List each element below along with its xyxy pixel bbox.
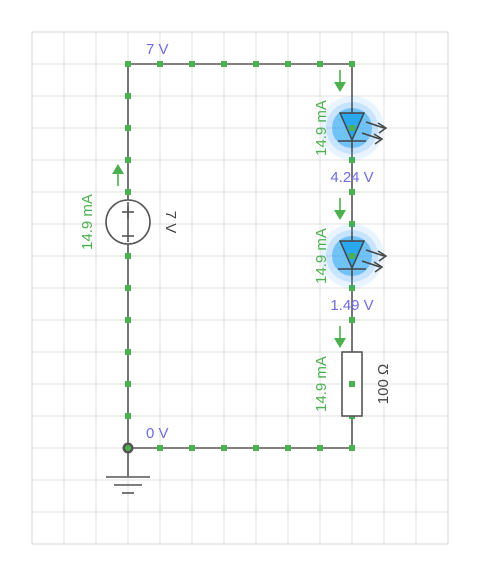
led2-voltage-label: 1.49 V: [330, 297, 373, 314]
resistor-current-arrow: [334, 326, 346, 348]
current-dot: [125, 61, 131, 67]
current-dot: [285, 61, 291, 67]
current-dot: [349, 445, 355, 451]
current-dot: [125, 413, 131, 419]
current-dot: [157, 445, 163, 451]
current-dot: [349, 317, 355, 323]
led2-current-arrow: [334, 198, 346, 220]
led1-voltage-label: 4.24 V: [330, 169, 373, 186]
current-dot: [349, 61, 355, 67]
current-dot: [157, 61, 163, 67]
current-dot: [221, 445, 227, 451]
current-dot: [189, 61, 195, 67]
current-dot: [349, 285, 355, 291]
source-current-arrow: [112, 164, 124, 186]
wire-bottom[interactable]: [127, 244, 353, 449]
current-dot: [125, 317, 131, 323]
resistor-current-label: 14.9 mA: [313, 356, 330, 412]
current-dot: [125, 253, 131, 259]
current-dots: [125, 61, 355, 451]
current-dot: [253, 61, 259, 67]
current-dot: [125, 93, 131, 99]
grid: [32, 32, 448, 544]
dc-voltage-source-icon[interactable]: [105, 199, 151, 245]
wire-top[interactable]: [127, 63, 353, 200]
current-dot: [349, 125, 355, 131]
ground-icon[interactable]: [106, 476, 150, 494]
current-dot: [125, 381, 131, 387]
current-dot: [125, 349, 131, 355]
source-current-label: 14.9 mA: [79, 194, 96, 250]
current-dot: [349, 221, 355, 227]
grid-border: [31, 31, 449, 545]
wires: [127, 63, 353, 476]
current-dot: [253, 445, 259, 451]
current-dot: [349, 381, 355, 387]
resistor-value-label: 100 Ω: [375, 364, 392, 404]
current-dot: [125, 285, 131, 291]
ground-node-dot: [125, 445, 131, 451]
led2-current-label: 14.9 mA: [313, 228, 330, 284]
source-voltage-label: 7 V: [162, 211, 179, 234]
led1-current-arrow: [334, 70, 346, 92]
current-dot: [221, 61, 227, 67]
current-dot: [125, 189, 131, 195]
current-dot: [317, 61, 323, 67]
current-dot: [125, 157, 131, 163]
led1-current-label: 14.9 mA: [313, 100, 330, 156]
current-dot: [317, 445, 323, 451]
current-dot: [189, 445, 195, 451]
current-dot: [285, 445, 291, 451]
current-dot: [349, 253, 355, 259]
current-dot: [349, 189, 355, 195]
current-dot: [349, 157, 355, 163]
node-top-voltage-label: 7 V: [146, 41, 169, 58]
current-dot: [125, 125, 131, 131]
node-bottom-voltage-label: 0 V: [146, 425, 169, 442]
